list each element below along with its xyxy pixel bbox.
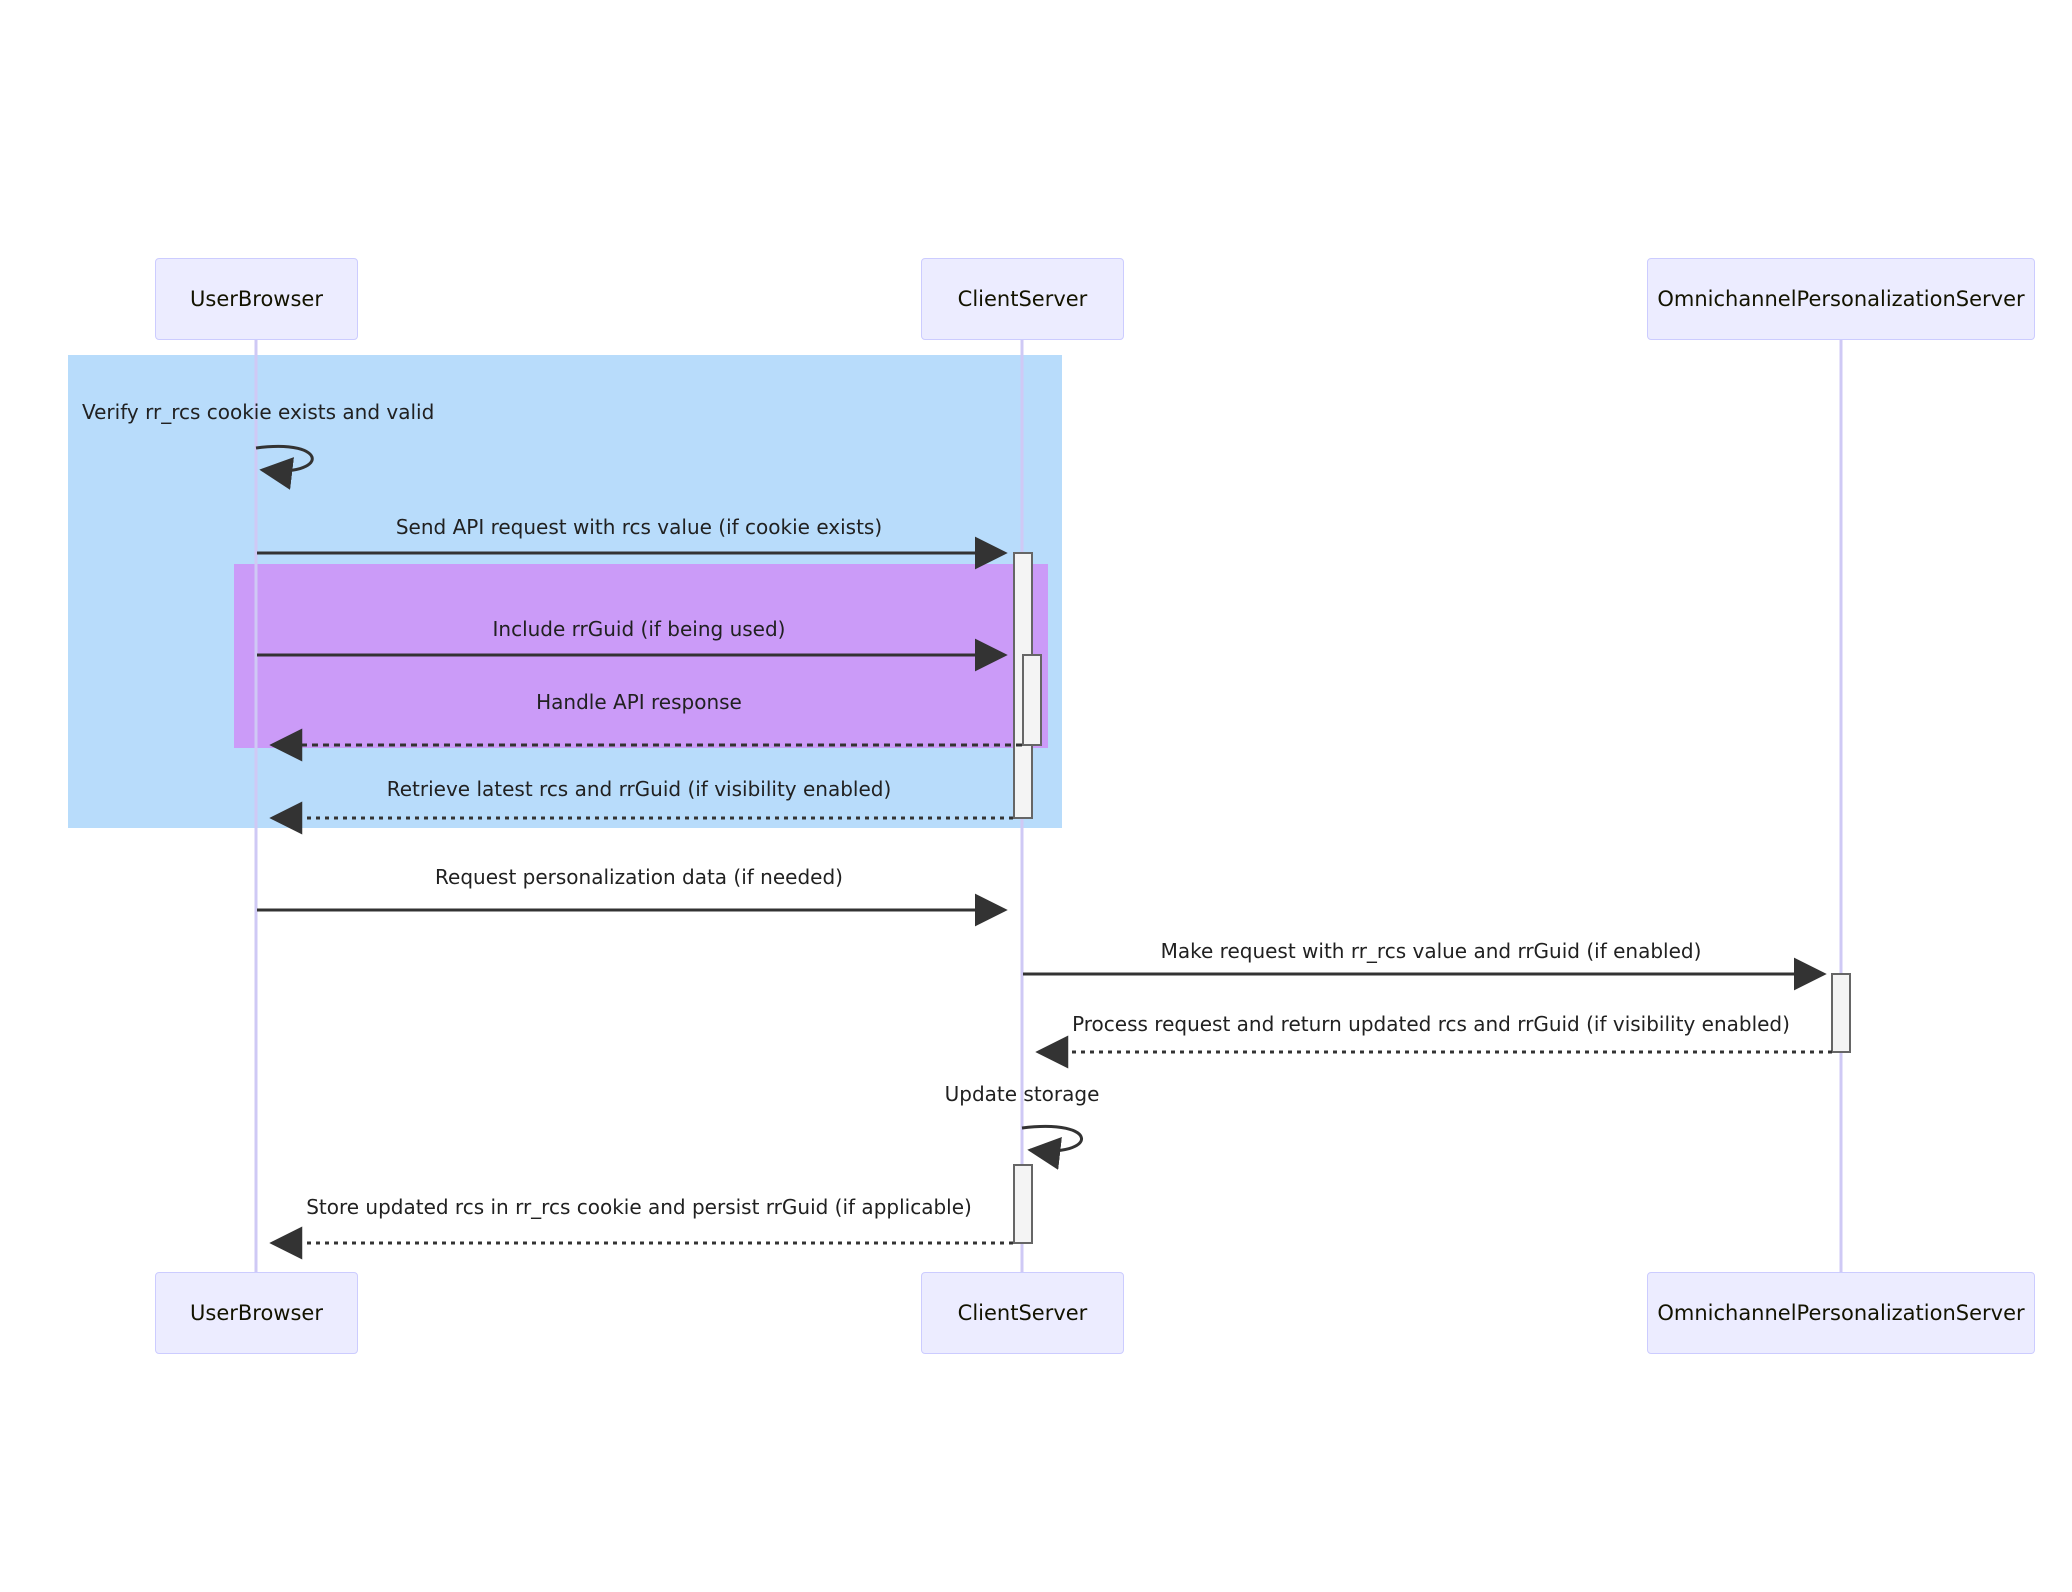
message-label-m9: Update storage	[944, 1082, 1100, 1106]
message-label-m5: Retrieve latest rcs and rrGuid (if visib…	[386, 777, 892, 801]
participant-label-userbrowser-top: UserBrowser	[190, 286, 323, 311]
participant-box-omnichannel-top[interactable]: OmnichannelPersonalizationServer	[1647, 258, 2035, 340]
participant-box-clientserver-bottom[interactable]: ClientServer	[921, 1272, 1124, 1354]
participant-label-omnichannel-bottom: OmnichannelPersonalizationServer	[1657, 1300, 2025, 1325]
message-label-m10: Store updated rcs in rr_rcs cookie and p…	[306, 1195, 972, 1219]
message-label-m2: Send API request with rcs value (if cook…	[395, 515, 883, 539]
message-label-m3: Include rrGuid (if being used)	[492, 617, 786, 641]
activation-bar-omnichannel	[1831, 973, 1851, 1053]
participant-box-userbrowser-top[interactable]: UserBrowser	[155, 258, 358, 340]
message-label-m6: Request personalization data (if needed)	[435, 865, 843, 889]
message-label-m7: Make request with rr_rcs value and rrGui…	[1160, 939, 1702, 963]
message-label-m4: Handle API response	[536, 690, 742, 714]
activation-bar-clientserver-nested	[1022, 654, 1042, 746]
participant-box-omnichannel-bottom[interactable]: OmnichannelPersonalizationServer	[1647, 1272, 2035, 1354]
participant-box-userbrowser-bottom[interactable]: UserBrowser	[155, 1272, 358, 1354]
activation-bar-clientserver-storage	[1013, 1164, 1033, 1244]
arrow-m1-self-loop	[255, 444, 314, 490]
participant-label-clientserver-bottom: ClientServer	[957, 1300, 1088, 1325]
participant-box-clientserver-top[interactable]: ClientServer	[921, 258, 1124, 340]
message-label-m8: Process request and return updated rcs a…	[1072, 1012, 1790, 1036]
participant-label-omnichannel-top: OmnichannelPersonalizationServer	[1657, 286, 2025, 311]
arrow-m9-self-loop	[1021, 1124, 1083, 1170]
participant-label-userbrowser-bottom: UserBrowser	[190, 1300, 323, 1325]
participant-label-clientserver-top: ClientServer	[957, 286, 1088, 311]
message-label-m1: Verify rr_rcs cookie exists and valid	[82, 400, 435, 424]
